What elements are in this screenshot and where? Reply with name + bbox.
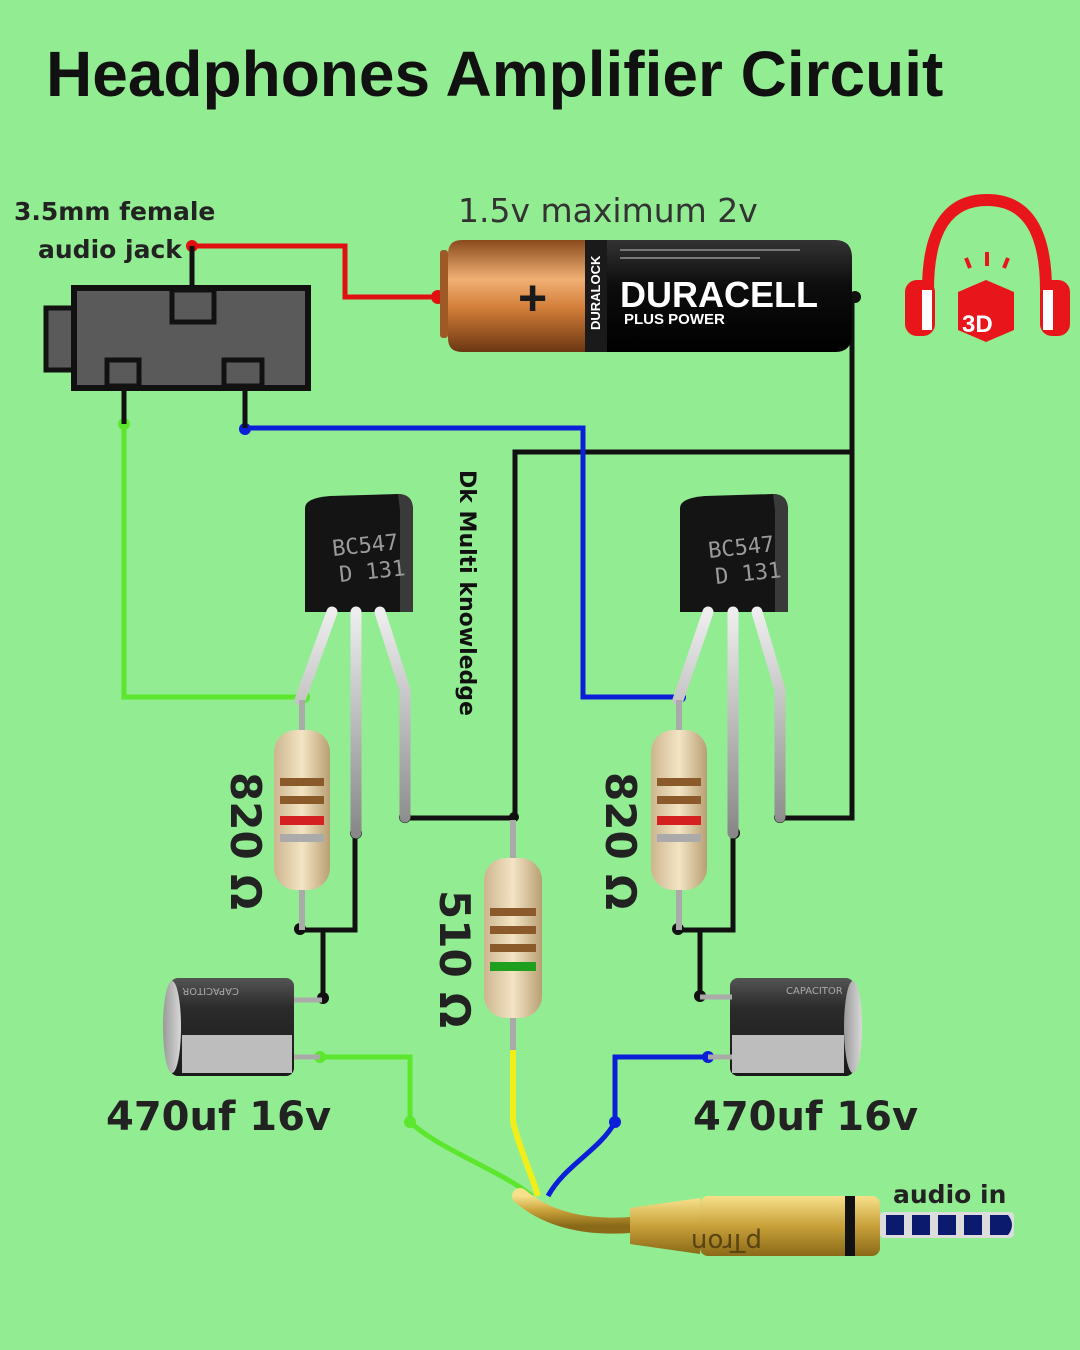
resistor-middle-label: 510 Ω — [430, 890, 479, 1028]
headphones-3d-logo: 3D — [905, 193, 1070, 342]
plug-brand: pTron — [691, 1227, 762, 1257]
capacitor-left-label: 470uf 16v — [106, 1094, 331, 1140]
capacitor-left-marking: CAPACITOR — [182, 985, 239, 996]
wire-node — [239, 423, 251, 435]
capacitor-right-marking: CAPACITOR — [786, 986, 843, 997]
audio-in-plug: pTron — [512, 1188, 1014, 1257]
battery: DURALOCK + DURACELL PLUS POWER — [440, 240, 852, 352]
resistor-middle-510 — [484, 820, 542, 1050]
capacitor-left: CAPACITOR — [163, 978, 322, 1076]
logo-text: 3D — [962, 311, 993, 338]
capacitor-right-label: 470uf 16v — [693, 1094, 918, 1140]
transistor-left: BC547 D 131 — [294, 494, 413, 839]
wire-black — [300, 297, 855, 1000]
battery-plus-sign: + — [518, 270, 547, 326]
wire-node — [609, 1116, 621, 1128]
audio-in-label: audio in — [893, 1180, 1006, 1209]
wire-green — [121, 424, 534, 1198]
wire-node — [404, 1116, 416, 1128]
audio-jack-female — [43, 246, 311, 428]
wire-node — [509, 812, 519, 822]
battery-side-text: DURALOCK — [588, 255, 603, 330]
capacitor-right: CAPACITOR — [700, 978, 862, 1076]
jack-label-line1: 3.5mm female — [14, 197, 215, 226]
battery-voltage-label: 1.5v maximum 2v — [458, 191, 758, 230]
battery-brand: DURACELL — [620, 274, 818, 315]
resistor-right-820 — [651, 700, 707, 930]
wire-blue — [245, 425, 708, 1198]
wire-yellow — [510, 1050, 541, 1197]
wire-red — [192, 243, 440, 300]
battery-subtitle: PLUS POWER — [624, 311, 725, 328]
page-title: Headphones Amplifier Circuit — [46, 38, 943, 110]
resistor-left-820 — [274, 700, 330, 930]
jack-label-line2: audio jack — [38, 235, 183, 264]
transistor-right: BC547 D 131 — [672, 494, 788, 839]
resistor-right-label: 820 Ω — [596, 772, 645, 910]
resistor-left-label: 820 Ω — [221, 772, 270, 910]
watermark: Dk Multi knowledge — [454, 470, 479, 716]
